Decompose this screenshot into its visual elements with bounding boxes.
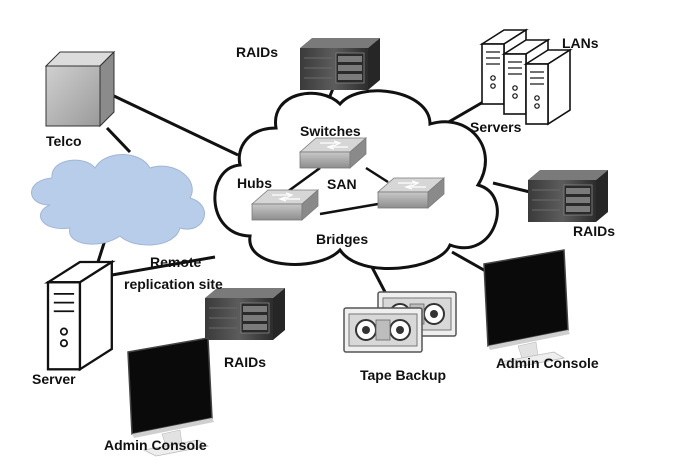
raid-icon [527, 169, 609, 223]
link-telco-remote [105, 126, 132, 154]
label-bridges: Bridges [316, 231, 368, 247]
label-san: SAN [327, 176, 357, 192]
label-hubs: Hubs [237, 175, 272, 191]
server-tower-icon [46, 260, 113, 371]
link-switches-bridges [365, 166, 389, 184]
label-raids-right: RAIDs [573, 223, 615, 239]
monitor-icon [483, 249, 571, 369]
tape-cartridge-icon [343, 307, 423, 353]
remote-replication-cloud [31, 154, 205, 246]
link-remote-server [96, 239, 107, 263]
label-switches: Switches [300, 123, 361, 139]
label-admin-console-bottom: Admin Console [104, 437, 207, 453]
telco-box-icon [44, 50, 116, 128]
link-server-san [111, 255, 216, 277]
server-tower-icon [525, 49, 571, 125]
label-telco: Telco [46, 133, 82, 149]
label-tape-backup: Tape Backup [360, 367, 446, 383]
label-servers: Servers [470, 119, 522, 135]
label-remote-line2: replication site [124, 276, 223, 292]
san-cloud [213, 89, 499, 270]
label-server: Server [32, 371, 76, 387]
label-lans: LANs [562, 35, 599, 51]
label-remote-line1: Remote [150, 254, 202, 270]
link-telco-san [113, 94, 239, 157]
label-raids-top: RAIDs [236, 44, 278, 60]
label-admin-console-right: Admin Console [496, 355, 599, 371]
raid-icon [299, 37, 381, 91]
link-raids-right-san [492, 181, 531, 194]
link-hubs-bridges [319, 202, 379, 216]
raid-icon [204, 287, 286, 341]
label-raids-bottom: RAIDs [224, 354, 266, 370]
link-hubs-switches [286, 166, 321, 194]
san-internal-links [286, 166, 389, 216]
